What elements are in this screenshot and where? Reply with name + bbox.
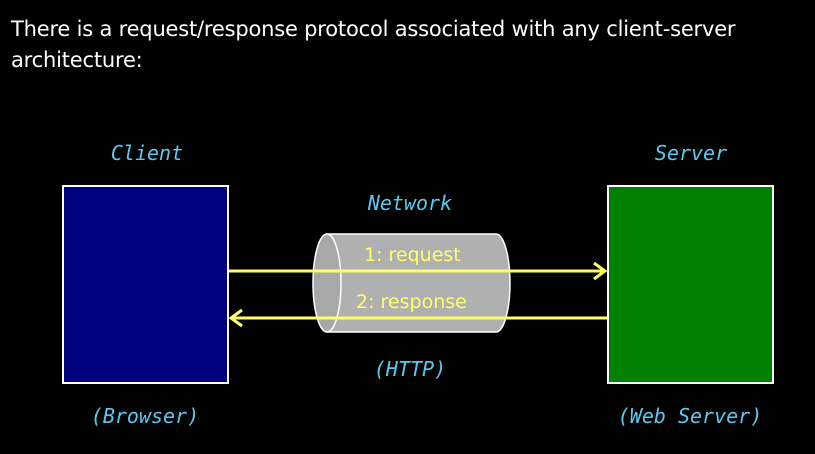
- response-label: 2: response: [356, 291, 467, 313]
- protocol-label: (HTTP): [373, 357, 447, 381]
- arrow-left-icon: [228, 308, 607, 328]
- request-label: 1: request: [364, 244, 461, 266]
- intro-text: There is a request/response protocol ass…: [11, 17, 736, 72]
- arrow-right-icon: [229, 261, 608, 281]
- server-subtitle: (Web Server): [617, 404, 763, 428]
- client-box: [62, 185, 229, 384]
- server-title: Server: [654, 141, 728, 165]
- network-pipe: [326, 233, 511, 333]
- network-pipe-opening: [312, 233, 342, 333]
- client-subtitle: (Browser): [90, 404, 200, 428]
- network-title: Network: [367, 191, 453, 215]
- client-title: Client: [110, 141, 184, 165]
- server-box: [607, 185, 774, 384]
